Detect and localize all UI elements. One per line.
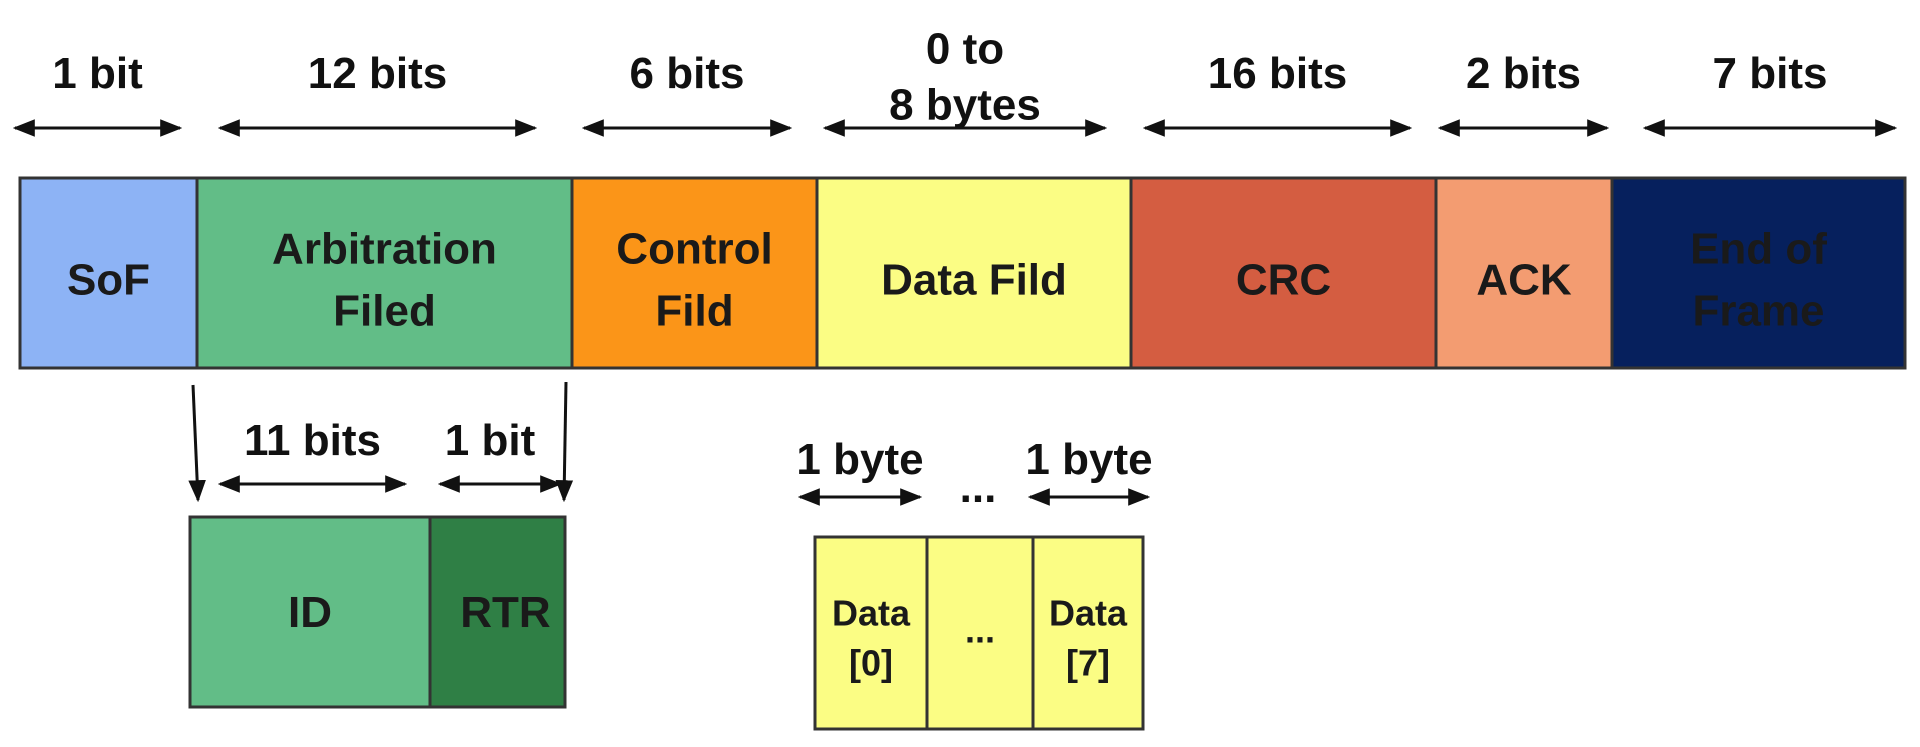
data-byte-cell-2 — [1031, 535, 1145, 731]
data-byte-size-label-2: 1 byte — [1025, 435, 1152, 484]
field-crc — [1129, 176, 1438, 370]
size-label-control-fild: 6 bits — [630, 49, 745, 98]
size-label-crc: 16 bits — [1208, 49, 1347, 98]
field-label-crc: CRC — [1236, 256, 1331, 305]
field-ack — [1434, 176, 1614, 370]
data-byte-label-0: Data[0] — [832, 593, 911, 684]
field-sof — [18, 176, 199, 370]
size-label-ack: 2 bits — [1466, 49, 1581, 98]
arb-size-label-rtr: 1 bit — [445, 416, 536, 465]
arb-field-label-rtr: RTR — [460, 588, 550, 637]
data-byte-label-2: Data[7] — [1049, 593, 1128, 684]
field-label-data-fild: Data Fild — [881, 256, 1067, 305]
field-data-fild — [815, 176, 1133, 370]
arb-field-id — [188, 515, 432, 709]
data-byte-size-ellipsis: ... — [960, 463, 997, 512]
data-byte-cell-1 — [925, 535, 1035, 731]
field-label-sof: SoF — [67, 256, 150, 305]
arb-size-label-id: 11 bits — [244, 416, 381, 465]
field-end-of-frame — [1610, 176, 1907, 370]
arb-drop-arrow-right — [555, 381, 574, 503]
arb-field-rtr — [428, 515, 567, 709]
size-label-arbitration-filed: 12 bits — [308, 49, 447, 98]
arb-drop-arrow-left — [188, 384, 206, 503]
data-byte-size-label-0: 1 byte — [796, 435, 923, 484]
data-byte-cell-0 — [813, 535, 929, 731]
field-label-ack: ACK — [1476, 256, 1572, 305]
arb-field-label-id: ID — [288, 588, 332, 637]
data-byte-label-1: ... — [965, 610, 995, 651]
field-arbitration-filed — [195, 176, 574, 370]
size-label-sof: 1 bit — [52, 49, 143, 98]
size-label-end-of-frame: 7 bits — [1713, 49, 1828, 98]
